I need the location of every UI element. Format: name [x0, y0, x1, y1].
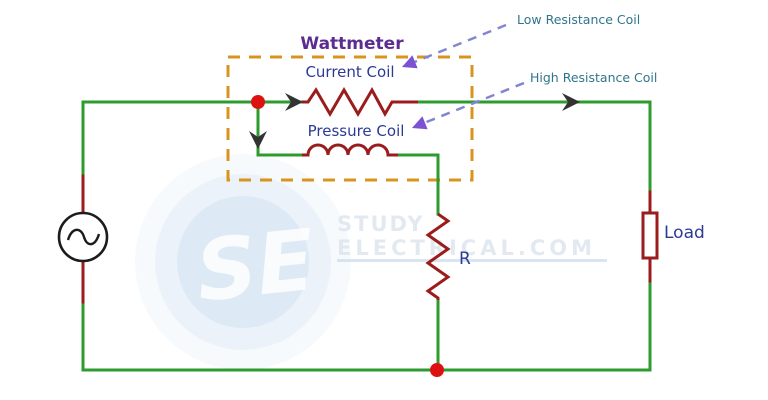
low-resistance-annotation-arrow [402, 23, 507, 69]
wire-top-left [81, 100, 304, 178]
current-arrow-left-icon [285, 93, 303, 111]
junction-dot-top [251, 95, 265, 109]
wattmeter-boundary-box [226, 55, 474, 182]
circuit-wires-green [81, 100, 652, 372]
low-resistance-coil-label: Low Resistance Coil [517, 12, 640, 27]
current-coil-label: Current Coil [305, 63, 394, 81]
current-arrow-down-icon [249, 131, 267, 149]
high-resistance-annotation-arrow [412, 81, 525, 130]
load-symbol [641, 211, 659, 260]
wire-pressure-branch-left [256, 100, 304, 157]
watermark-line1: STUDY [337, 212, 425, 236]
watermark-logo: SE [135, 154, 351, 370]
current-coil-symbol [302, 86, 418, 118]
wattmeter-title: Wattmeter [300, 34, 404, 54]
arrowhead-icon [402, 55, 418, 69]
watermark-logo-text: SE [192, 211, 319, 321]
junction-dot-bottom [430, 363, 444, 377]
pressure-coil-symbol [302, 143, 398, 157]
watermark-wordmark: STUDY ELECTRICAL.COM [337, 212, 607, 262]
high-resistance-coil-label: High Resistance Coil [530, 70, 657, 85]
resistor-r-symbol [425, 212, 451, 300]
current-arrow-right-icon [562, 93, 580, 111]
watermark-line2: ELECTRICAL.COM [337, 236, 596, 260]
ac-source-symbol [57, 211, 109, 263]
arrowhead-icon [412, 116, 428, 130]
watermark-underline [337, 259, 607, 262]
circuit-wires-maroon [81, 174, 652, 304]
pressure-coil-label: Pressure Coil [308, 122, 405, 140]
resistor-r-label: R [459, 249, 471, 269]
load-label: Load [664, 223, 705, 243]
wire-pressure-branch-right [396, 153, 440, 216]
